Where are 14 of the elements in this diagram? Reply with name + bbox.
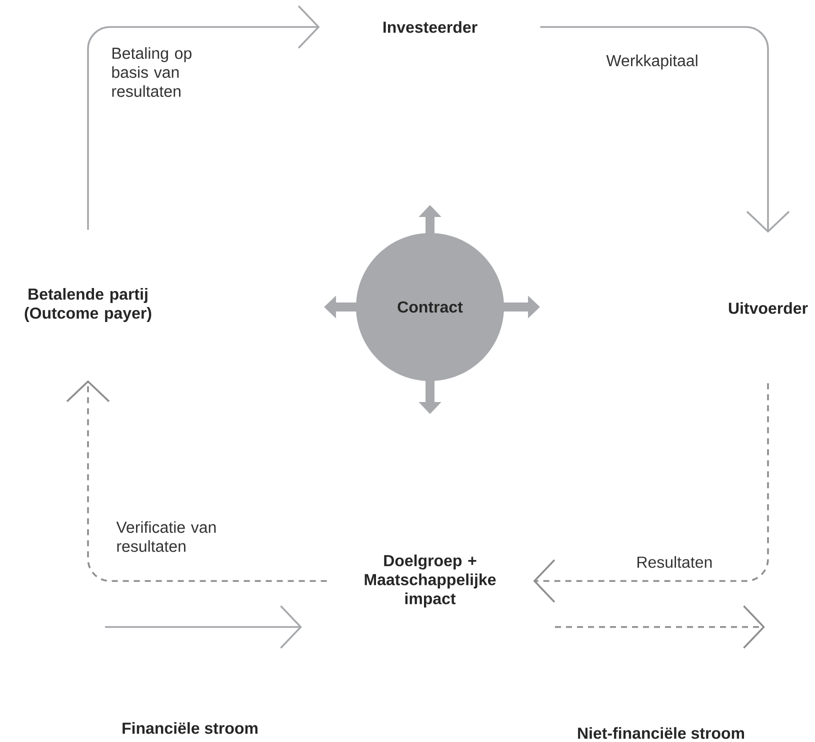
node-label: Doelgroep + Maatschappelijke impact xyxy=(364,554,496,608)
node-label: Uitvoerder xyxy=(728,302,808,314)
edge-label: Verificatie van resultaten xyxy=(116,521,216,552)
legend-label: Niet-financiële stroom xyxy=(578,727,744,739)
edge-label: Werkkapitaal xyxy=(606,54,698,70)
legend-label: Financiële stroom xyxy=(122,722,258,734)
arrow xyxy=(540,26,790,233)
arrow xyxy=(66,380,327,582)
edge-label: Betaling op basis van resultaten xyxy=(112,47,192,97)
arrow xyxy=(533,383,769,603)
node-label: Investeerder xyxy=(383,21,478,33)
node-label: Betalende partij (Outcome payer) xyxy=(24,288,152,322)
arrow xyxy=(87,5,320,230)
edge-label: Resultaten xyxy=(638,556,712,568)
